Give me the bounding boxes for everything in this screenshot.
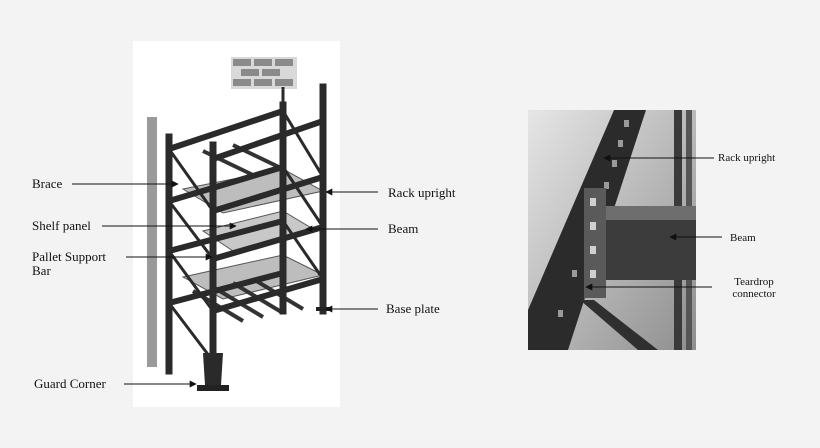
rack-uprights	[165, 83, 327, 385]
teardrop-connector-shape	[584, 188, 606, 298]
beam-connector-photo	[528, 110, 696, 350]
label-right-beam: Beam	[730, 232, 756, 244]
wall-column	[147, 117, 157, 367]
pallet-rack-illustration	[133, 41, 340, 407]
label-shelf-panel: Shelf panel	[32, 218, 91, 233]
label-guard-corner: Guard Corner	[34, 376, 106, 391]
rack-braces	[167, 110, 325, 362]
label-beam: Beam	[388, 221, 419, 236]
label-rack-upright: Rack upright	[388, 185, 456, 200]
beam-shape	[598, 206, 696, 280]
base-plate-shape	[316, 307, 330, 311]
rack-beams	[168, 108, 324, 314]
connector-drawing	[528, 110, 696, 350]
rack-drawing	[147, 57, 330, 391]
wall-bricks	[231, 57, 297, 89]
guard-corner-shape	[203, 353, 223, 385]
label-right-rack-upright: Rack upright	[718, 152, 776, 164]
label-base-plate: Base plate	[386, 301, 440, 316]
label-pallet-support-bar: Pallet Support Bar	[32, 249, 107, 278]
label-brace: Brace	[32, 176, 63, 191]
label-teardrop-connector: Teardrop connector	[732, 276, 776, 300]
